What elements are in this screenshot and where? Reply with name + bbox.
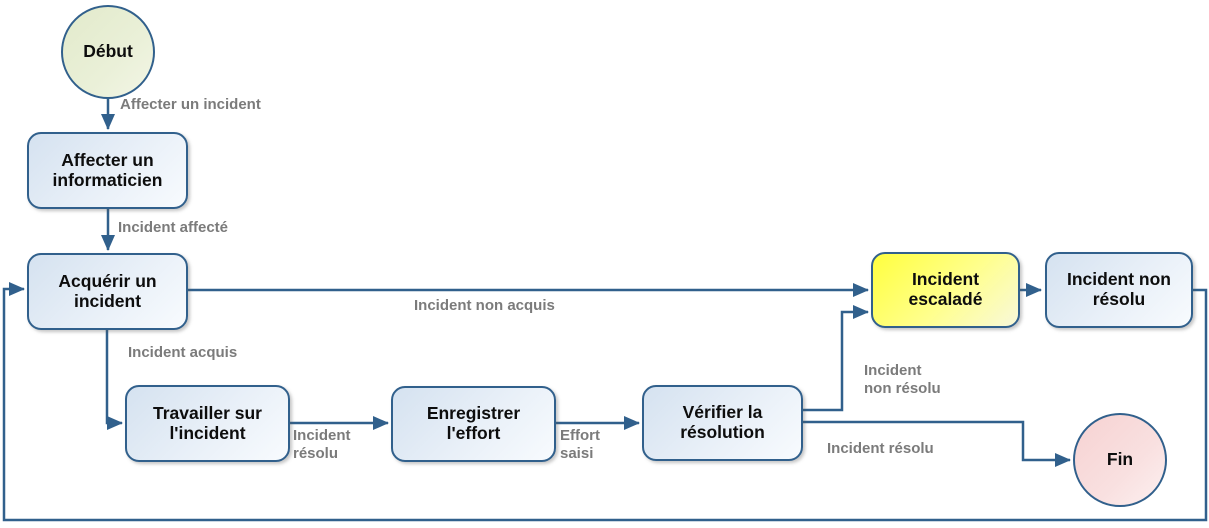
node-label: Vérifier la résolution — [680, 402, 765, 442]
edge-label-incident-resolu-fin: Incident résolu — [827, 440, 934, 457]
edge-loop-nonresolu-to-acquerir — [2, 282, 1208, 522]
edge-verifier-to-escalade — [803, 305, 869, 412]
node-acquerir-incident: Acquérir un incident — [27, 253, 188, 330]
edge-label-effort-saisi: Effort saisi — [560, 427, 600, 462]
node-label: Enregistrer l'effort — [426, 403, 521, 443]
node-affecter-informaticien: Affecter un informaticien — [27, 132, 188, 209]
node-label: Travailler sur l'incident — [153, 402, 262, 443]
node-label: Affecter un informaticien — [52, 149, 163, 190]
node-label: Acquérir un incident — [58, 270, 157, 311]
edge-label-incident-non-acquis: Incident non acquis — [414, 297, 555, 314]
node-label: Début — [83, 41, 133, 62]
node-verifier-resolution: Vérifier la résolution — [642, 385, 803, 461]
edge-label-incident-resolu-travail: Incident résolu — [293, 427, 351, 462]
edge-verifier-to-fin — [803, 420, 1071, 467]
node-travailler-incident: Travailler sur l'incident — [125, 385, 290, 462]
node-label: Incident escaladé — [908, 269, 983, 309]
node-label: Fin — [1106, 449, 1134, 470]
node-end-fin: Fin — [1073, 413, 1167, 507]
node-incident-escalade: Incident escaladé — [871, 252, 1020, 328]
edge-acquerir-to-travailler — [105, 330, 123, 430]
edge-label-incident-non-resolu-verif: Incident non résolu — [864, 362, 941, 397]
edge-label-affecter-un-incident: Affecter un incident — [120, 96, 261, 113]
node-label: Incident non résolu — [1066, 269, 1172, 309]
node-start-debut: Début — [61, 5, 155, 99]
edge-label-incident-acquis: Incident acquis — [128, 344, 238, 361]
node-enregistrer-effort: Enregistrer l'effort — [391, 386, 556, 462]
node-incident-non-resolu: Incident non résolu — [1045, 252, 1193, 328]
edge-label-incident-affecte: Incident affecté — [118, 219, 229, 236]
